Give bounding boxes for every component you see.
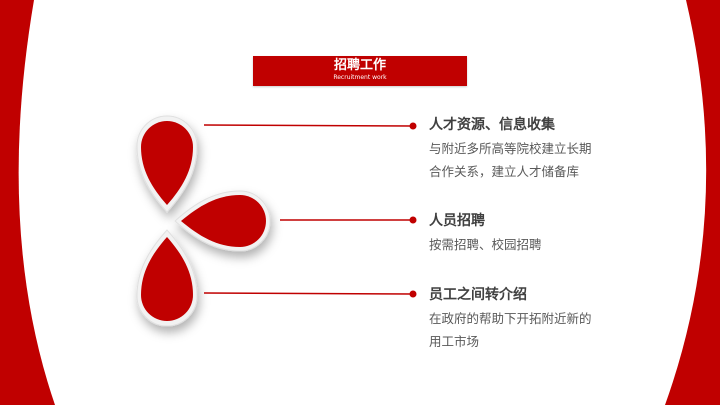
item-heading: 人员招聘 — [429, 213, 485, 229]
connector-2 — [280, 216, 417, 224]
item-heading: 员工之间转介绍 — [429, 287, 527, 303]
connector-3 — [203, 290, 417, 298]
item-line: 按需招聘、校园招聘 — [429, 237, 542, 252]
item-line: 在政府的帮助下开拓附近新的 — [429, 311, 592, 326]
item-line: 与附近多所高等院校建立长期 — [429, 141, 592, 156]
item-referral: 员工之间转介绍 在政府的帮助下开拓附近新的 用工市场 — [429, 286, 592, 353]
item-line: 合作关系，建立人才储备库 — [429, 164, 580, 179]
item-recruitment: 人员招聘 按需招聘、校园招聘 — [429, 212, 542, 256]
petal-top — [136, 115, 198, 213]
petal-right — [174, 190, 271, 252]
title-main: 招聘工作 — [333, 58, 386, 73]
petal-bottom — [136, 229, 198, 327]
connector-1 — [203, 122, 417, 130]
title-banner: 招聘工作 Recruitment work — [253, 56, 467, 86]
item-heading: 人才资源、信息收集 — [429, 117, 555, 133]
title-sub: Recruitment work — [333, 74, 387, 81]
item-talent-info: 人才资源、信息收集 与附近多所高等院校建立长期 合作关系，建立人才储备库 — [429, 116, 592, 183]
item-line: 用工市场 — [429, 334, 480, 349]
